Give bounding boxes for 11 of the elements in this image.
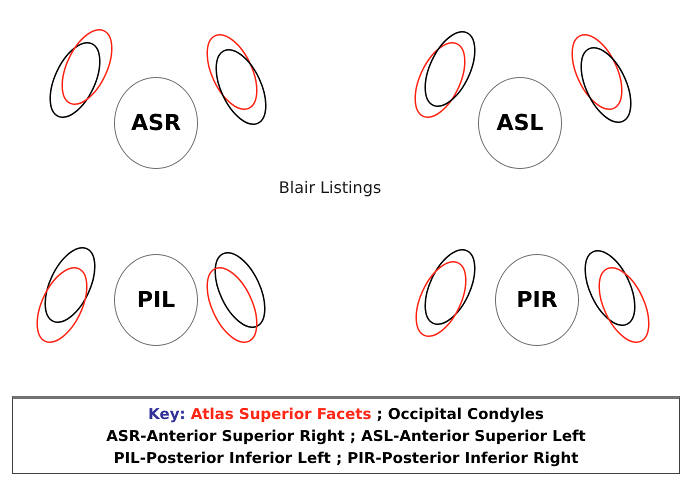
diagram-title: Blair Listings: [278, 178, 382, 197]
abbreviation-note: ASR-Anterior Superior Right ; ASL-Anterior Superior Left: [106, 427, 586, 445]
listing-label: PIL: [136, 288, 176, 312]
listing-label: ASR: [131, 110, 181, 136]
legend-entry: Atlas Superior Facets: [190, 405, 372, 423]
listing-label: ASL: [496, 110, 544, 136]
legend-entry: Occipital Condyles: [388, 405, 544, 423]
listing-label: PIR: [516, 288, 558, 312]
abbreviation-note: PIL-Posterior Inferior Left ; PIR-Posterior Inferior Right: [114, 449, 578, 467]
key-heading: Key:: [148, 405, 186, 423]
separator: ;: [376, 405, 383, 423]
